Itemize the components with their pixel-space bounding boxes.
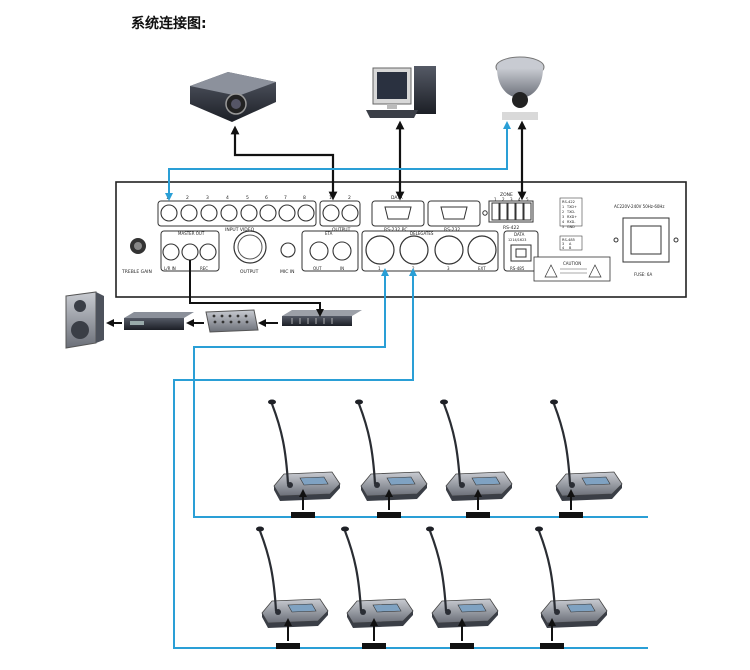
rs422-row-num: 5 [562,225,564,229]
rs422-row-val: RXD- [567,220,576,224]
input-number: 8 [303,195,306,201]
master-out-label: MASTER OUT [178,231,205,236]
ext-label: EXT [478,266,486,271]
delegates-label: DELEGATES [410,231,434,236]
output-number: 1 [329,195,332,201]
conference-microphone-icon [424,525,500,630]
power-amplifier-icon [124,312,194,330]
delegate-number: 3 [447,266,450,271]
line-in-label: L/R IN [164,266,176,271]
rs485-table-title: RS-485 [562,238,575,242]
data-label: DATA [391,195,404,201]
rs422-row-val: TXD- [566,210,576,214]
input-number: 7 [284,195,287,201]
conference-microphone-icon [266,398,342,503]
output-big-label: OUTPUT [240,269,259,275]
rs485-row-val: A [569,242,572,246]
bus-tap [276,618,564,649]
rs422-row-num: 3 [562,215,564,219]
in-label: IN [340,266,344,271]
input-number: 3 [206,195,209,201]
mixer-icon [205,309,259,333]
rs422-row-num: 1 [562,205,564,209]
output-label: OUTPUT [332,227,351,233]
delegate-bus [173,272,648,649]
conference-microphone-icon [254,525,330,630]
input-number: 4 [226,195,229,201]
rs422-row-num: 4 [562,220,564,224]
rs232-pc-label: RS-232 PC [384,227,407,233]
conference-microphone-icon [533,525,609,630]
rs485-row-val: B [569,246,572,250]
projector-icon [190,72,276,122]
dome-camera-icon [495,56,545,120]
rs485-row-num: 4 [562,246,564,250]
rs232-label: RS-232 [444,227,460,233]
rs422-table-title: RS-422 [562,200,575,204]
data2-label: DATA [514,232,525,237]
zone-number: 3 [510,197,513,202]
rec-label: REC [200,266,208,271]
conference-microphone-icon [353,398,429,503]
eta-label: ETA [325,231,333,236]
input-number: 6 [265,195,268,201]
conference-microphone-icon [339,525,415,630]
rs422-label: RS-422 [503,225,519,231]
data2-sub-label: 1214/1623 [508,238,526,242]
conference-microphone-icon [438,398,514,503]
master-out-link [189,260,324,317]
rs422-row-val: GND [567,225,575,229]
warning-label: CAUTION [563,261,581,266]
out-label: OUT [313,266,322,271]
treble-gain-label: TREBLE GAIN [121,269,152,275]
conference-microphone-icon [548,398,624,503]
input-video-label: INPUT VIDEO [225,227,255,233]
rs485-label: RS-485 [510,266,525,271]
rs422-row-num: 2 [562,210,564,214]
bus-tap [291,489,583,518]
rs422-row-val: TXD+ [566,205,577,209]
camera-video-link [165,121,511,201]
equalizer-icon [282,310,362,326]
power-label: AC220V-240V 50Hz-60Hz [614,204,665,209]
fuse-label: FUSE: 6A [634,272,652,277]
delegate-number: 1 [378,266,381,271]
input-number: 5 [246,195,249,201]
computer-icon [366,66,436,118]
zone-number: 5 [526,197,529,202]
rear-panel: 1 2 3 4 5 6 7 8 INPUT VIDEO 1 2 OUTPUT D… [115,181,687,298]
speaker-icon [65,291,104,349]
input-number: 2 [186,195,189,201]
output-number: 2 [348,195,351,201]
mic-in-label: MIC IN [280,269,294,275]
rs422-row-val: RXD+ [567,215,577,219]
page-title: 系统连接图: [131,16,207,32]
rs485-row-num: 3 [562,242,564,246]
